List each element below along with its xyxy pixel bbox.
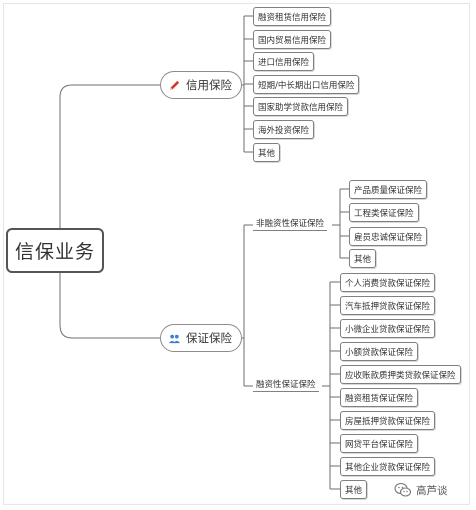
credit-item-label: 融资租赁信用保险	[258, 12, 327, 23]
financing-item-label: 融资租赁保证保险	[345, 393, 414, 404]
credit-item-label: 其他	[258, 148, 276, 159]
financing-item[interactable]: 其他	[340, 480, 368, 499]
non-financing-item[interactable]: 雇员忠诚保证保险	[349, 227, 428, 246]
financing-item-label: 网贷平台保证保险	[345, 439, 414, 450]
root-node[interactable]: 信保业务	[6, 228, 104, 273]
financing-item[interactable]: 应收账款质押类贷款保证保险	[340, 365, 461, 384]
non-financing-item-label: 雇员忠诚保证保险	[354, 232, 423, 243]
financing-item[interactable]: 其他企业贷款保证保险	[340, 457, 436, 476]
financing-item-label: 汽车抵押贷款保证保险	[345, 301, 431, 312]
credit-item-label: 短期/中长期出口信用保险	[258, 80, 355, 91]
financing-item-label: 房屋抵押贷款保证保险	[345, 416, 431, 427]
watermark: 高芦谈	[394, 480, 448, 500]
financing-item-label: 其他企业贷款保证保险	[345, 462, 431, 473]
financing-guarantee-label: 融资性保证保险	[256, 380, 316, 390]
watermark-label: 高芦谈	[416, 484, 448, 497]
financing-item-label: 应收账款质押类贷款保证保险	[345, 370, 456, 381]
credit-item[interactable]: 进口信用保险	[253, 52, 315, 71]
canvas-frame	[3, 3, 470, 505]
credit-item[interactable]: 国家助学贷款信用保险	[253, 97, 349, 116]
financing-item[interactable]: 网贷平台保证保险	[340, 434, 419, 453]
financing-item[interactable]: 汽车抵押贷款保证保险	[340, 296, 436, 315]
financing-item-label: 其他	[345, 485, 363, 496]
guarantee-insurance-node[interactable]: 保证保险	[160, 324, 242, 352]
financing-item-label: 小额贷款保证保险	[345, 347, 414, 358]
non-financing-item[interactable]: 其他	[349, 249, 377, 268]
non-financing-item-label: 其他	[354, 254, 372, 265]
root-label: 信保业务	[14, 241, 95, 263]
financing-item[interactable]: 小额贷款保证保险	[340, 342, 419, 361]
guarantee-insurance-label: 保证保险	[186, 331, 232, 345]
financing-item-label: 个人消费贷款保证保险	[345, 278, 431, 289]
credit-item[interactable]: 融资租赁信用保险	[253, 7, 332, 26]
non-financing-item[interactable]: 工程类保证保险	[349, 203, 419, 222]
wechat-icon	[394, 482, 412, 497]
credit-item-label: 国内贸易信用保险	[258, 35, 327, 46]
non-financing-guarantee-label: 非融资性保证保险	[256, 219, 325, 229]
credit-item-label: 进口信用保险	[258, 57, 310, 68]
credit-item-label: 海外投资保险	[258, 125, 310, 136]
pencil-icon	[169, 80, 180, 90]
credit-item[interactable]: 国内贸易信用保险	[253, 30, 332, 49]
financing-item[interactable]: 房屋抵押贷款保证保险	[340, 411, 436, 430]
financing-item[interactable]: 个人消费贷款保证保险	[340, 273, 436, 292]
non-financing-item-label: 产品质量保证保险	[354, 185, 423, 196]
financing-guarantee-node[interactable]: 融资性保证保险	[253, 378, 319, 392]
credit-item[interactable]: 其他	[253, 143, 281, 162]
people-icon	[168, 334, 181, 343]
credit-item[interactable]: 短期/中长期出口信用保险	[253, 75, 360, 94]
credit-insurance-label: 信用保险	[186, 78, 232, 92]
non-financing-item[interactable]: 产品质量保证保险	[349, 180, 428, 199]
non-financing-guarantee-node[interactable]: 非融资性保证保险	[253, 217, 328, 231]
financing-item[interactable]: 融资租赁保证保险	[340, 388, 419, 407]
non-financing-item-label: 工程类保证保险	[354, 208, 414, 219]
credit-item[interactable]: 海外投资保险	[253, 120, 315, 139]
credit-insurance-node[interactable]: 信用保险	[160, 71, 242, 99]
financing-item-label: 小微企业贷款保证保险	[345, 324, 431, 335]
credit-item-label: 国家助学贷款信用保险	[258, 102, 344, 113]
financing-item[interactable]: 小微企业贷款保证保险	[340, 319, 436, 338]
